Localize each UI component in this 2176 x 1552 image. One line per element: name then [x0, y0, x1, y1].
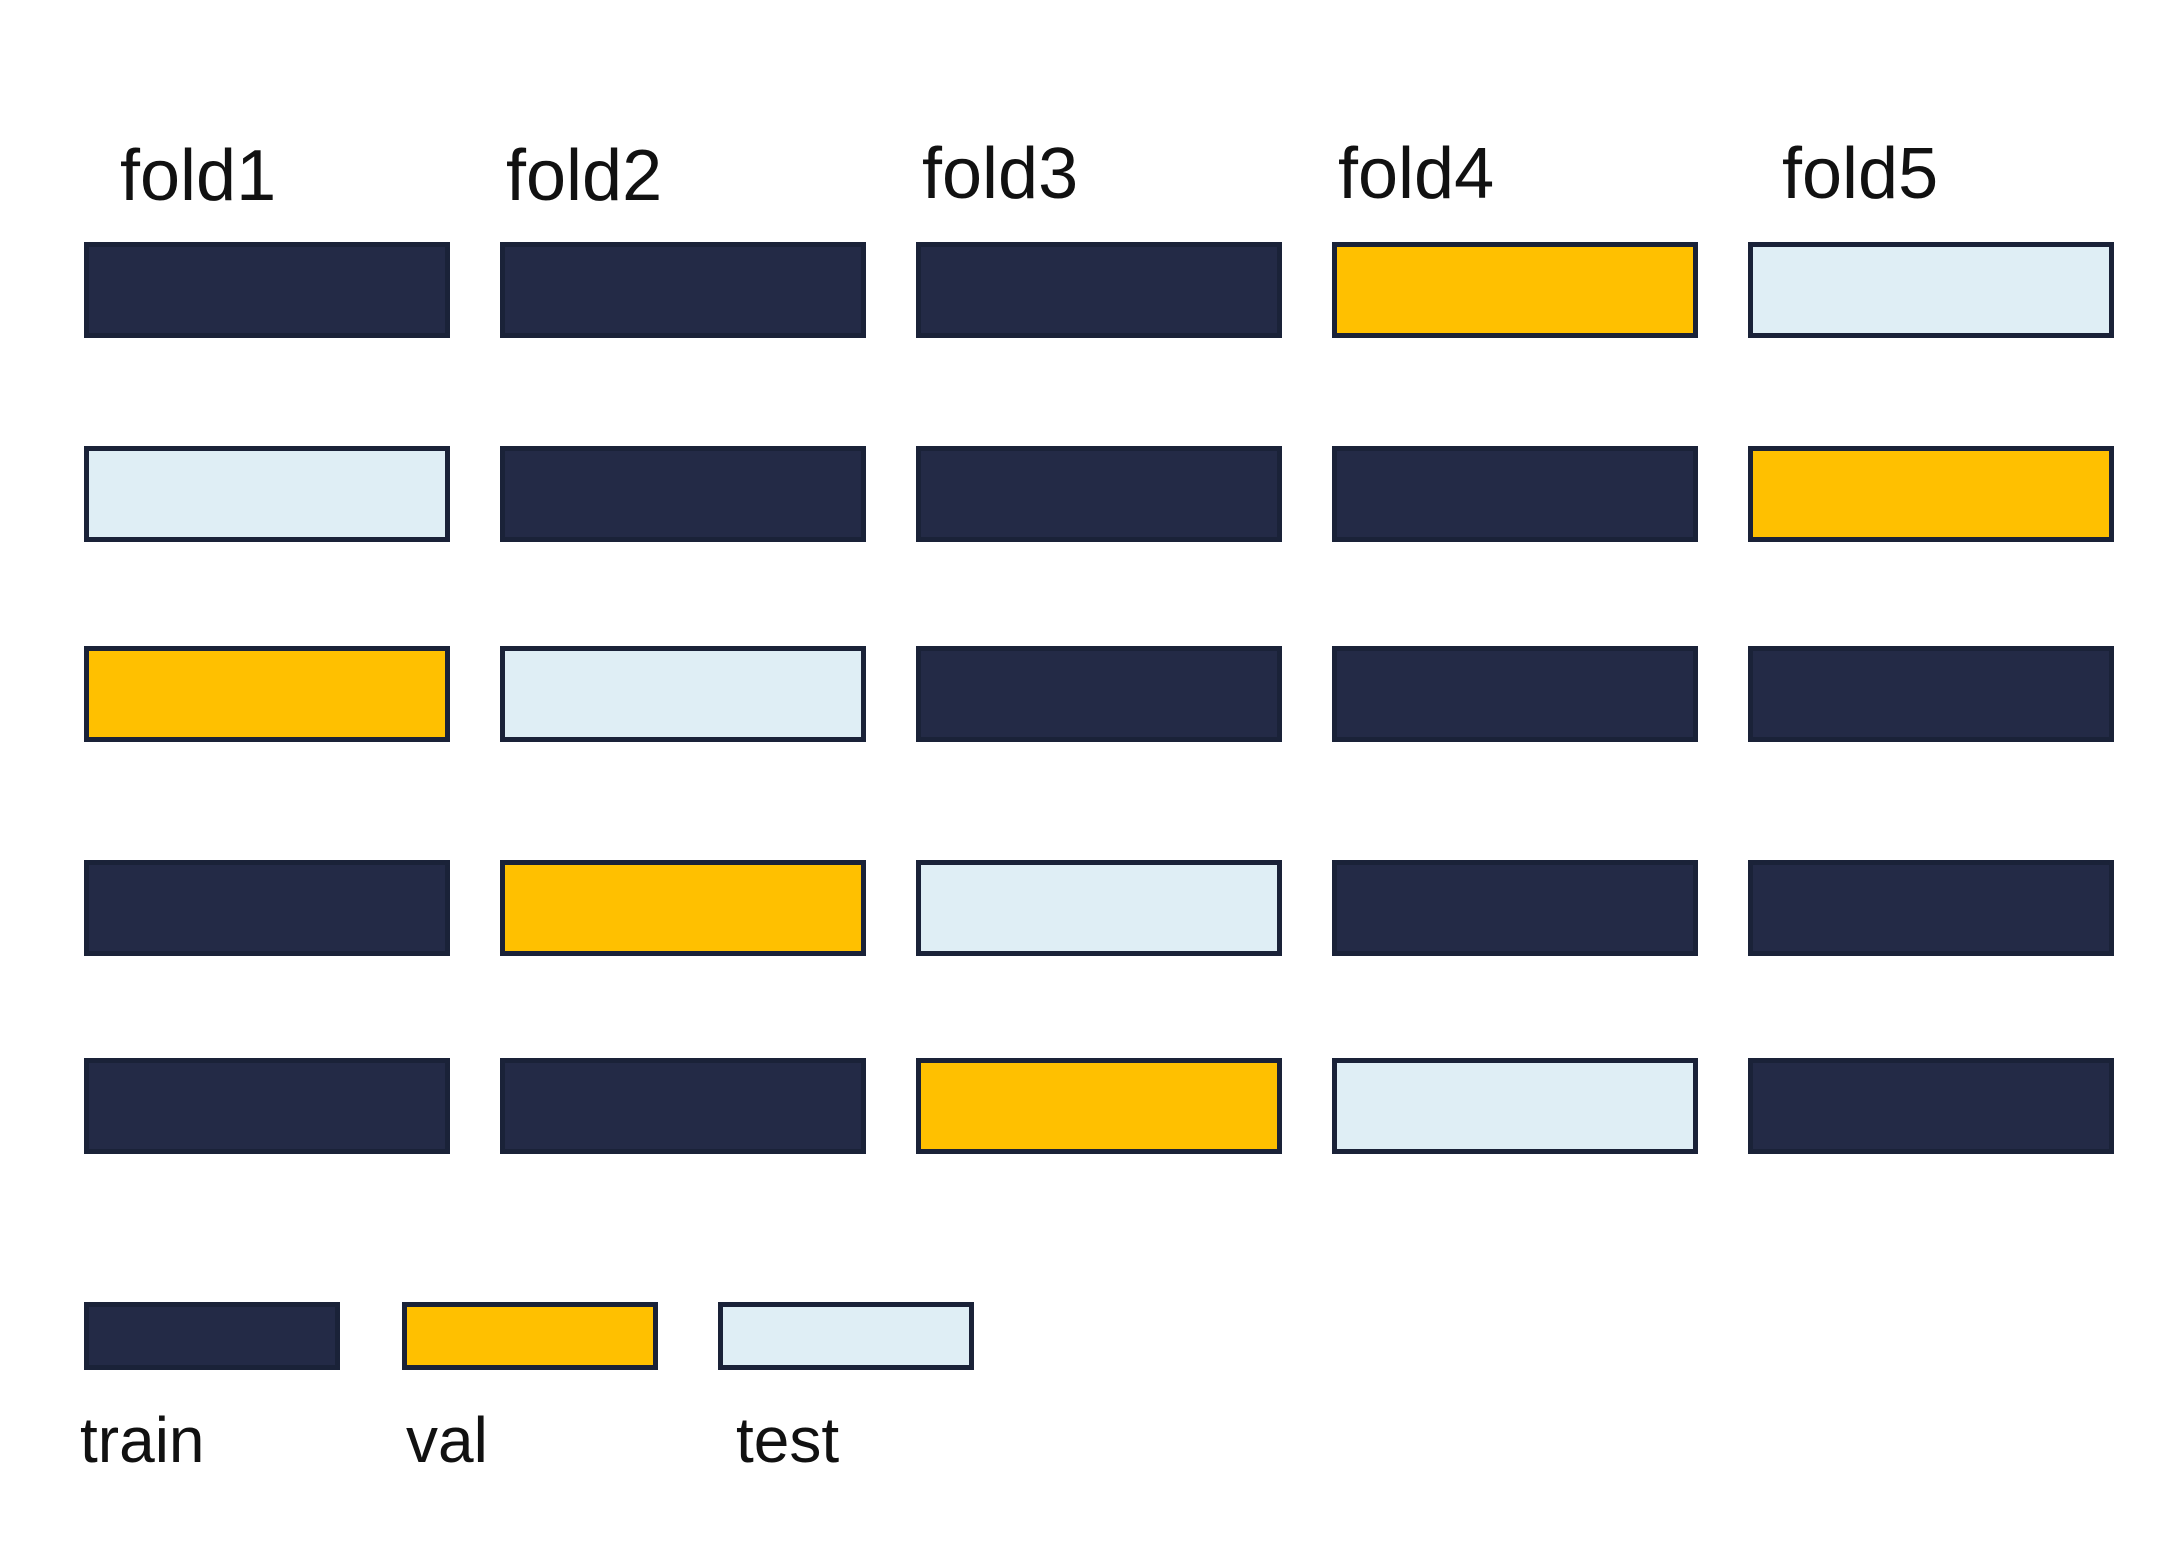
fold-label-5: fold5: [1782, 134, 1939, 214]
block-fold2-row1-train: [500, 242, 866, 338]
legend-swatch-val: [402, 1302, 658, 1370]
block-fold1-row3-val: [84, 646, 450, 742]
block-fold3-row4-test: [916, 860, 1282, 956]
fold-label-2: fold2: [506, 136, 663, 216]
legend-label-train: train: [80, 1404, 205, 1476]
block-fold4-row4-train: [1332, 860, 1698, 956]
block-fold3-row3-train: [916, 646, 1282, 742]
fold-label-1: fold1: [120, 136, 277, 216]
block-fold1-row1-train: [84, 242, 450, 338]
block-fold2-row2-train: [500, 446, 866, 542]
legend-swatch-test: [718, 1302, 974, 1370]
block-fold3-row2-train: [916, 446, 1282, 542]
block-fold5-row5-train: [1748, 1058, 2114, 1154]
block-fold1-row4-train: [84, 860, 450, 956]
fold-label-4: fold4: [1338, 134, 1495, 214]
block-fold4-row2-train: [1332, 446, 1698, 542]
block-fold1-row5-train: [84, 1058, 450, 1154]
block-fold5-row2-val: [1748, 446, 2114, 542]
block-fold1-row2-test: [84, 446, 450, 542]
block-fold4-row1-val: [1332, 242, 1698, 338]
block-fold2-row3-test: [500, 646, 866, 742]
block-fold3-row1-train: [916, 242, 1282, 338]
legend-label-test: test: [736, 1404, 840, 1476]
fold-label-3: fold3: [922, 134, 1079, 214]
legend-label-val: val: [406, 1404, 488, 1476]
block-fold5-row3-train: [1748, 646, 2114, 742]
block-fold5-row1-test: [1748, 242, 2114, 338]
block-fold2-row4-val: [500, 860, 866, 956]
block-fold5-row4-train: [1748, 860, 2114, 956]
legend-swatch-train: [84, 1302, 340, 1370]
block-fold4-row3-train: [1332, 646, 1698, 742]
block-fold2-row5-train: [500, 1058, 866, 1154]
block-fold3-row5-val: [916, 1058, 1282, 1154]
block-fold4-row5-test: [1332, 1058, 1698, 1154]
